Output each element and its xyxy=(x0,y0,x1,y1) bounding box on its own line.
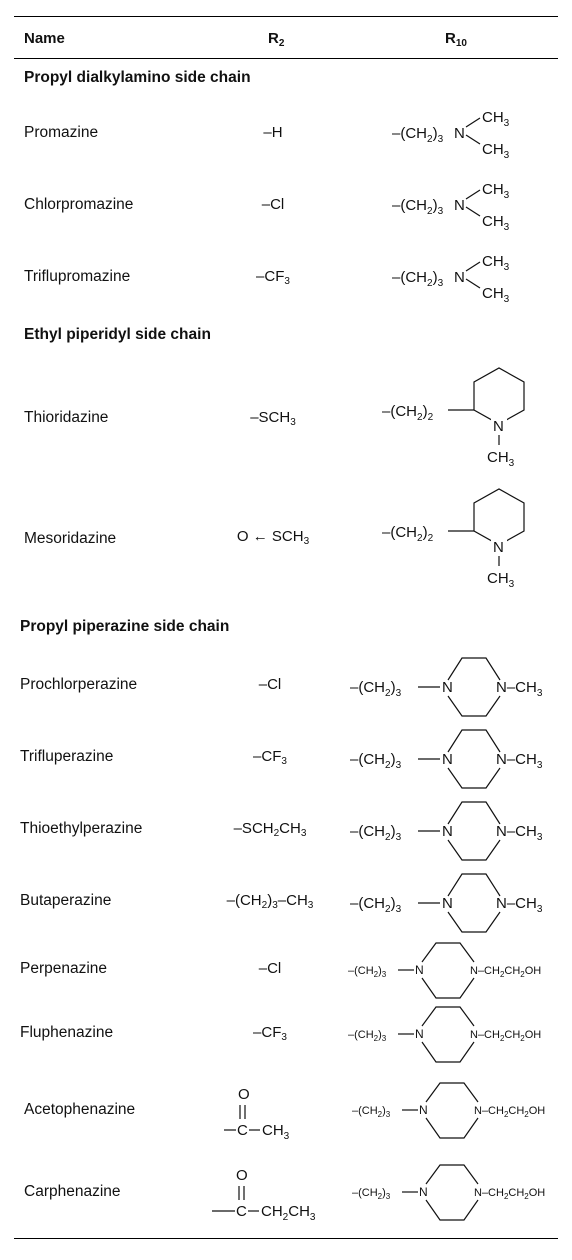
svg-text:N–CH2CH2OH: N–CH2CH2OH xyxy=(474,1105,545,1119)
svg-text:N–CH3: N–CH3 xyxy=(496,751,543,771)
svg-text:–(CH2)3: –(CH2)3 xyxy=(350,751,402,771)
r2-carphenazine: O C CH2CH3 xyxy=(212,1167,316,1223)
svg-text:–(CH2)3: –(CH2)3 xyxy=(392,269,444,289)
name-prochlorperazine: Prochlorperazine xyxy=(20,676,138,693)
header-name: Name xyxy=(24,30,65,47)
r2-thioethylperazine: –SCH2CH3 xyxy=(233,820,307,839)
header-rule xyxy=(14,58,558,59)
svg-text:CH3: CH3 xyxy=(482,141,510,161)
name-trifluperazine: Trifluperazine xyxy=(20,748,114,765)
r10-trifluperazine: –(CH2)3 N N–CH3 xyxy=(350,729,543,789)
svg-text:N: N xyxy=(442,895,453,912)
name-mesoridazine: Mesoridazine xyxy=(24,530,117,547)
svg-text:N–CH2CH2OH: N–CH2CH2OH xyxy=(474,1187,545,1201)
svg-text:CH3: CH3 xyxy=(482,109,510,129)
svg-text:N–CH3: N–CH3 xyxy=(496,895,543,915)
svg-text:C: C xyxy=(236,1203,247,1220)
r2-thioridazine: –SCH3 xyxy=(250,409,296,428)
svg-text:–(CH2)3: –(CH2)3 xyxy=(350,679,402,699)
r10-perpenazine: –(CH2)3 N N–CH2CH2OH xyxy=(348,942,541,999)
name-butaperazine: Butaperazine xyxy=(20,892,112,909)
r10-carphenazine: –(CH2)3 N N–CH2CH2OH xyxy=(352,1164,545,1221)
name-triflupromazine: Triflupromazine xyxy=(24,268,131,285)
name-fluphenazine: Fluphenazine xyxy=(20,1024,114,1041)
svg-text:CH3: CH3 xyxy=(262,1122,290,1142)
piperidine-ring xyxy=(473,367,525,425)
r10-butaperazine: –(CH2)3 N N–CH3 xyxy=(350,873,543,933)
r2-perpenazine: –Cl xyxy=(258,960,282,977)
r2-mesoridazine: O ← SCH3 xyxy=(236,528,310,547)
svg-text:N: N xyxy=(419,1185,428,1199)
svg-text:N: N xyxy=(419,1103,428,1117)
svg-text:N–CH3: N–CH3 xyxy=(496,679,543,699)
svg-text:N–CH2CH2OH: N–CH2CH2OH xyxy=(470,965,541,979)
svg-text:–(CH2)2: –(CH2)2 xyxy=(382,403,434,423)
svg-text:–(CH2)2: –(CH2)2 xyxy=(382,524,434,544)
name-thioridazine: Thioridazine xyxy=(24,409,109,426)
svg-text:N: N xyxy=(454,269,465,286)
svg-text:CH3: CH3 xyxy=(482,213,510,233)
r10-thioridazine: –(CH2)2 N CH3 xyxy=(382,367,525,469)
bottom-rule xyxy=(14,1238,558,1239)
svg-text:N: N xyxy=(415,1027,424,1041)
r2-trifluperazine: –CF3 xyxy=(253,748,287,767)
r2-chlorpromazine: –Cl xyxy=(261,196,285,213)
name-chlorpromazine: Chlorpromazine xyxy=(24,196,134,213)
r10-chlorpromazine: –(CH2)3 N CH3 CH3 xyxy=(392,181,510,233)
svg-text:CH3: CH3 xyxy=(482,285,510,305)
r10-acetophenazine: –(CH2)3 N N–CH2CH2OH xyxy=(352,1082,545,1139)
svg-text:N: N xyxy=(442,679,453,696)
r2-acetophenazine: O C CH3 xyxy=(224,1086,290,1142)
svg-text:N–CH3: N–CH3 xyxy=(496,823,543,843)
header-r10: R10 xyxy=(445,30,467,49)
svg-text:–(CH2)3: –(CH2)3 xyxy=(392,125,444,145)
r10-fluphenazine: –(CH2)3 N N–CH2CH2OH xyxy=(348,1006,541,1063)
svg-text:CH3: CH3 xyxy=(482,181,510,201)
svg-text:O: O xyxy=(236,1167,248,1184)
svg-text:CH3: CH3 xyxy=(487,570,515,590)
svg-text:N: N xyxy=(442,751,453,768)
section-piperazine: Propyl piperazine side chain xyxy=(20,618,230,635)
svg-text:CH2CH3: CH2CH3 xyxy=(261,1203,316,1223)
svg-text:N: N xyxy=(493,418,504,435)
svg-text:–(CH2)3: –(CH2)3 xyxy=(350,895,402,915)
svg-text:N–CH2CH2OH: N–CH2CH2OH xyxy=(470,1029,541,1043)
svg-text:CH3: CH3 xyxy=(482,253,510,273)
carbonyl-oxygen: O xyxy=(238,1086,250,1103)
svg-text:N: N xyxy=(442,823,453,840)
section-piperidyl: Ethyl piperidyl side chain xyxy=(24,326,211,343)
svg-text:CH3: CH3 xyxy=(487,449,515,469)
svg-text:N: N xyxy=(454,197,465,214)
header-r2: R2 xyxy=(268,30,285,49)
svg-text:–(CH2)3: –(CH2)3 xyxy=(348,1029,387,1043)
r2-promazine: –H xyxy=(263,124,283,141)
r10-mesoridazine: –(CH2)2 N CH3 xyxy=(382,488,525,590)
top-rule xyxy=(14,16,558,17)
name-perpenazine: Perpenazine xyxy=(20,960,108,977)
svg-text:N: N xyxy=(415,963,424,977)
svg-text:–(CH2)3: –(CH2)3 xyxy=(352,1187,391,1201)
name-thioethylperazine: Thioethylperazine xyxy=(20,820,143,837)
r2-butaperazine: –(CH2)3–CH3 xyxy=(226,892,314,911)
svg-text:–(CH2)3: –(CH2)3 xyxy=(348,965,387,979)
name-promazine: Promazine xyxy=(24,124,99,141)
r10-promazine: –(CH2)3 N CH3 CH3 xyxy=(392,109,510,161)
svg-text:–(CH2)3: –(CH2)3 xyxy=(350,823,402,843)
r10-thioethylperazine: –(CH2)3 N N–CH3 xyxy=(350,801,543,861)
r2-prochlorperazine: –Cl xyxy=(258,676,282,693)
svg-text:N: N xyxy=(493,539,504,556)
section-dialkylamino: Propyl dialkylamino side chain xyxy=(24,69,251,86)
r10-prochlorperazine: –(CH2)3 N N–CH3 xyxy=(350,657,543,717)
r10-triflupromazine: –(CH2)3 N CH3 CH3 xyxy=(392,253,510,305)
r2-fluphenazine: –CF3 xyxy=(253,1024,287,1043)
svg-text:C: C xyxy=(237,1122,248,1139)
name-carphenazine: Carphenazine xyxy=(24,1183,121,1200)
svg-text:–(CH2)3: –(CH2)3 xyxy=(352,1105,391,1119)
svg-text:–(CH2)3: –(CH2)3 xyxy=(392,197,444,217)
name-acetophenazine: Acetophenazine xyxy=(24,1101,136,1118)
svg-text:N: N xyxy=(454,125,465,142)
r2-triflupromazine: –CF3 xyxy=(256,268,290,287)
